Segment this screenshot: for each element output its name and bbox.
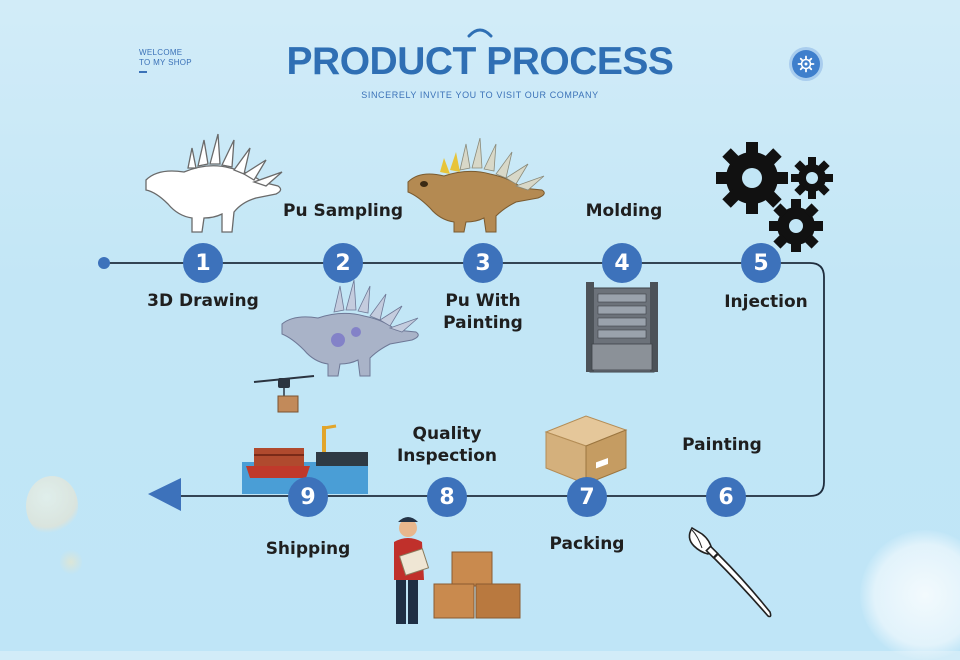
welcome-line-2: TO MY SHOP	[139, 58, 192, 67]
step-3-label: Pu With Painting	[423, 290, 543, 334]
step-8-label-line-2: Inspection	[396, 446, 498, 466]
stacked-boxes	[433, 551, 521, 619]
painted-dinosaur-icon	[407, 138, 545, 233]
step-7-label: Packing	[549, 534, 625, 554]
step-7-node[interactable]: 7	[567, 477, 607, 517]
welcome-line-1: WELCOME	[139, 48, 183, 57]
inspector-with-boxes-icon	[394, 517, 521, 624]
cardboard-box-icon	[544, 415, 628, 485]
dinosaur-outline-icon	[145, 133, 283, 233]
step-9-label: Shipping	[265, 539, 351, 559]
step-4-label: Molding	[585, 201, 663, 221]
flow-start-dot	[98, 257, 110, 269]
page-title: PRODUCT PROCESS	[286, 40, 674, 83]
welcome-dash	[139, 71, 147, 73]
decor-bubble	[60, 548, 82, 576]
dinosaur-sample-icon	[281, 280, 419, 377]
step-2-label: Pu Sampling	[282, 201, 403, 221]
inspector-person	[394, 517, 430, 624]
step-3-label-line-2: Painting	[443, 313, 523, 333]
gear-badge-icon[interactable]	[792, 50, 820, 78]
step-6-node[interactable]: 6	[706, 477, 746, 517]
step-8-label: Quality Inspection	[387, 423, 507, 467]
step-2-node[interactable]: 2	[323, 243, 363, 283]
decor-cloud	[860, 530, 960, 660]
page-subtitle: SINCERELY INVITE YOU TO VISIT OUR COMPAN…	[361, 90, 599, 100]
welcome-text: WELCOME TO MY SHOP	[139, 48, 192, 73]
gears-icon	[716, 142, 833, 252]
step-9-node[interactable]: 9	[288, 477, 328, 517]
flow-end-arrow	[148, 478, 181, 511]
step-5-node[interactable]: 5	[741, 243, 781, 283]
paintbrush-icon	[688, 526, 772, 618]
mold-machine-icon	[586, 282, 658, 373]
step-3-label-line-1: Pu With	[445, 291, 521, 311]
decor-bubble	[26, 476, 78, 536]
step-8-label-line-1: Quality	[412, 424, 482, 444]
step-3-node[interactable]: 3	[463, 243, 503, 283]
step-8-node[interactable]: 8	[427, 477, 467, 517]
delivery-drone	[253, 375, 315, 413]
step-4-node[interactable]: 4	[602, 243, 642, 283]
step-6-label: Painting	[682, 435, 762, 455]
title-arc-decoration	[467, 28, 493, 38]
step-1-node[interactable]: 1	[183, 243, 223, 283]
step-1-label: 3D Drawing	[147, 291, 259, 311]
step-5-label: Injection	[724, 292, 808, 312]
